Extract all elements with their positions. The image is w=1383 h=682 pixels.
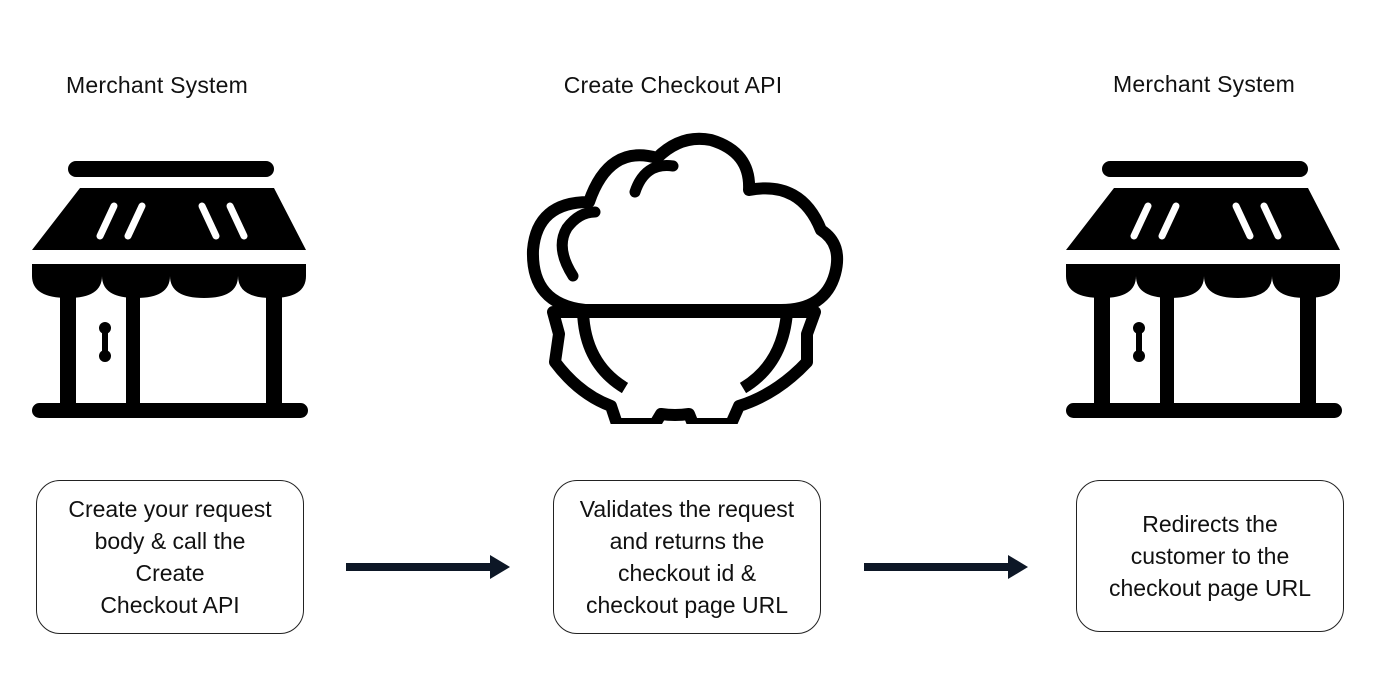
flow-arrow-1 xyxy=(346,555,510,579)
step-text-line: body & call the xyxy=(94,528,246,554)
step-box-create-request: Create your request body & call the Crea… xyxy=(36,480,304,634)
step-text-line: Create xyxy=(135,560,205,586)
step-text-line: Validates the request xyxy=(579,496,795,522)
cloud-gear-icon xyxy=(526,132,844,424)
step-text-line: Create your request xyxy=(68,496,272,522)
create-checkout-api-title: Create Checkout API xyxy=(563,72,783,98)
merchant-system-title-left: Merchant System xyxy=(66,72,248,98)
step-text-line: Checkout API xyxy=(100,592,240,618)
storefront-icon xyxy=(32,161,308,418)
step-text-line: customer to the xyxy=(1130,543,1290,569)
step-text-line: checkout page URL xyxy=(1108,575,1311,601)
step-text-line: checkout id & xyxy=(617,560,757,586)
step-text-line: and returns the xyxy=(609,528,765,554)
flow-arrow-2 xyxy=(864,555,1028,579)
step-box-redirect-customer: Redirects the customer to the checkout p… xyxy=(1076,480,1344,632)
step-text-line: checkout page URL xyxy=(585,592,788,618)
step-text-line: Redirects the xyxy=(1142,511,1278,537)
step-box-validate-request: Validates the request and returns the ch… xyxy=(553,480,821,634)
merchant-system-title-right: Merchant System xyxy=(1113,71,1295,97)
storefront-icon xyxy=(1066,161,1342,418)
